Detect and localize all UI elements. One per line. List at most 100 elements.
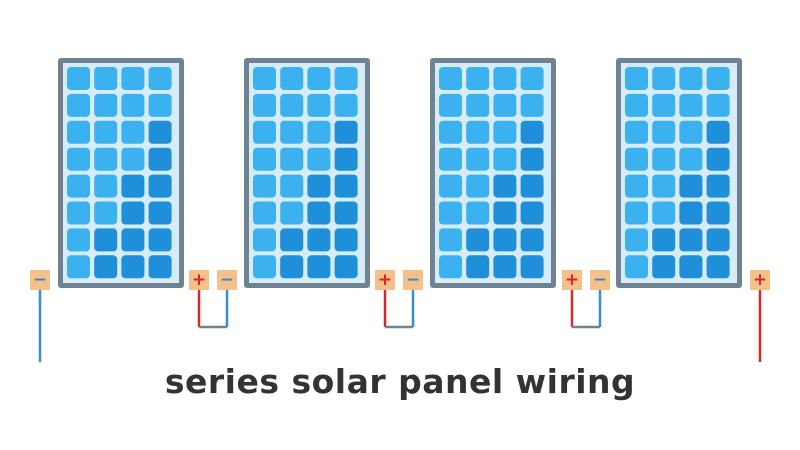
plus-icon: + bbox=[753, 270, 767, 290]
solar-cell bbox=[94, 147, 118, 171]
solar-cell bbox=[148, 201, 172, 225]
terminal-box bbox=[403, 270, 423, 290]
solar-cell bbox=[67, 174, 90, 198]
solar-cell bbox=[334, 228, 358, 252]
solar-cell bbox=[439, 147, 462, 171]
solar-cell bbox=[706, 147, 730, 171]
solar-panel bbox=[616, 58, 742, 288]
solar-cell bbox=[493, 174, 517, 198]
solar-cell bbox=[253, 120, 276, 144]
solar-cell bbox=[334, 174, 358, 198]
solar-cell bbox=[334, 201, 358, 225]
solar-cell bbox=[706, 255, 730, 279]
solar-cell bbox=[652, 174, 676, 198]
solar-cell bbox=[121, 93, 145, 117]
solar-cell bbox=[253, 201, 276, 225]
minus-icon: − bbox=[33, 270, 47, 290]
solar-cell bbox=[280, 147, 304, 171]
solar-cell bbox=[493, 201, 517, 225]
solar-cell bbox=[307, 93, 331, 117]
solar-cell bbox=[706, 67, 730, 90]
solar-cell bbox=[307, 228, 331, 252]
minus-icon: − bbox=[220, 270, 234, 290]
solar-cell bbox=[493, 120, 517, 144]
solar-cell bbox=[334, 255, 358, 279]
solar-cell bbox=[625, 255, 648, 279]
solar-cell bbox=[679, 174, 703, 198]
solar-panel bbox=[244, 58, 370, 288]
solar-cell bbox=[148, 255, 172, 279]
solar-cell bbox=[280, 228, 304, 252]
solar-cell bbox=[439, 228, 462, 252]
solar-cell bbox=[520, 93, 544, 117]
terminal-box bbox=[375, 270, 395, 290]
solar-cell bbox=[706, 174, 730, 198]
solar-cell bbox=[439, 255, 462, 279]
solar-cell bbox=[493, 147, 517, 171]
solar-cell bbox=[253, 228, 276, 252]
solar-cell bbox=[652, 255, 676, 279]
solar-cell bbox=[253, 93, 276, 117]
positive-terminal: + bbox=[189, 270, 209, 290]
solar-cell bbox=[625, 201, 648, 225]
solar-cell bbox=[439, 93, 462, 117]
panels-layer bbox=[58, 58, 742, 288]
positive-terminal: + bbox=[750, 270, 770, 290]
solar-cell bbox=[706, 93, 730, 117]
plus-icon: + bbox=[192, 270, 206, 290]
solar-cell bbox=[652, 120, 676, 144]
solar-cell bbox=[307, 67, 331, 90]
solar-panel bbox=[430, 58, 556, 288]
solar-cell bbox=[625, 120, 648, 144]
solar-cell bbox=[466, 120, 490, 144]
solar-cell bbox=[94, 255, 118, 279]
solar-cell bbox=[334, 120, 358, 144]
solar-cell bbox=[439, 67, 462, 90]
solar-cell bbox=[652, 67, 676, 90]
solar-cell bbox=[520, 147, 544, 171]
solar-cell bbox=[439, 120, 462, 144]
solar-cell bbox=[67, 93, 90, 117]
solar-cell bbox=[67, 255, 90, 279]
solar-cell bbox=[493, 67, 517, 90]
solar-cell bbox=[679, 228, 703, 252]
solar-cell bbox=[121, 174, 145, 198]
solar-cell bbox=[520, 228, 544, 252]
solar-cell bbox=[148, 120, 172, 144]
solar-cell bbox=[625, 174, 648, 198]
terminals-layer: −+−+−+−+ bbox=[30, 270, 770, 290]
solar-cell bbox=[280, 255, 304, 279]
solar-cell bbox=[121, 201, 145, 225]
solar-cell bbox=[466, 93, 490, 117]
solar-cell bbox=[652, 147, 676, 171]
plus-icon: + bbox=[378, 270, 392, 290]
solar-cell bbox=[493, 93, 517, 117]
solar-cell bbox=[121, 147, 145, 171]
solar-cell bbox=[679, 201, 703, 225]
solar-cell bbox=[439, 201, 462, 225]
solar-cell bbox=[307, 174, 331, 198]
solar-cell bbox=[67, 228, 90, 252]
solar-cell bbox=[307, 120, 331, 144]
solar-cell bbox=[67, 67, 90, 90]
solar-cell bbox=[652, 228, 676, 252]
solar-cell bbox=[652, 201, 676, 225]
solar-panel bbox=[58, 58, 184, 288]
solar-cell bbox=[148, 174, 172, 198]
solar-cell bbox=[148, 147, 172, 171]
solar-cell bbox=[466, 201, 490, 225]
solar-cell bbox=[121, 228, 145, 252]
solar-cell bbox=[520, 255, 544, 279]
solar-cell bbox=[679, 255, 703, 279]
solar-cell bbox=[625, 228, 648, 252]
solar-cell bbox=[253, 147, 276, 171]
solar-cell bbox=[94, 201, 118, 225]
terminal-box bbox=[30, 270, 50, 290]
solar-cell bbox=[520, 201, 544, 225]
solar-cell bbox=[520, 120, 544, 144]
solar-cell bbox=[679, 120, 703, 144]
solar-cell bbox=[253, 255, 276, 279]
wires-layer bbox=[38, 290, 762, 362]
terminal-box bbox=[562, 270, 582, 290]
